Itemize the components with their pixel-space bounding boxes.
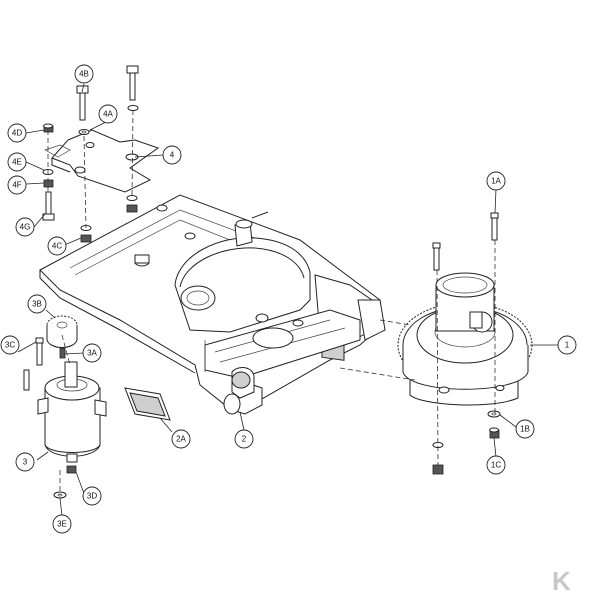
callout-4E: 4E (7, 152, 27, 172)
callout-4D: 4D (7, 123, 27, 143)
svg-text:2A: 2A (176, 435, 186, 444)
svg-text:1C: 1C (491, 461, 501, 470)
callout-2A: 2A (171, 429, 191, 449)
bolt-1-left (432, 242, 441, 271)
callout-2: 2 (234, 429, 254, 449)
svg-text:4A: 4A (103, 110, 113, 119)
svg-text:3D: 3D (87, 492, 97, 501)
bolt-4-upper (126, 65, 139, 111)
wear-pad-2A (124, 387, 171, 421)
svg-text:K: K (552, 566, 571, 596)
bolt-1A (490, 212, 499, 241)
brand-logo: K (552, 566, 571, 596)
callout-3D: 3D (82, 486, 102, 506)
callout-3: 3 (15, 452, 35, 472)
callout-3A: 3A (82, 343, 102, 363)
bolt-4G (42, 191, 55, 221)
nut-bracket-right (126, 195, 138, 213)
callout-1B: 1B (515, 419, 535, 439)
washer-4A (78, 129, 90, 135)
svg-text:4B: 4B (79, 70, 89, 79)
svg-text:3E: 3E (57, 520, 67, 529)
svg-text:1A: 1A (491, 177, 501, 186)
main-frame (39, 194, 386, 415)
callout-3C: 3C (0, 335, 20, 355)
svg-text:1B: 1B (520, 425, 530, 434)
callout-4F: 4F (7, 175, 27, 195)
callout-1A: 1A (486, 171, 506, 191)
nut-3D (66, 465, 77, 474)
callout-4A: 4A (98, 104, 118, 124)
svg-text:3C: 3C (5, 341, 15, 350)
svg-text:1: 1 (565, 341, 570, 350)
svg-text:4D: 4D (12, 129, 22, 138)
svg-text:3B: 3B (32, 300, 42, 309)
leader-lines (17, 83, 558, 517)
mounting-bracket (44, 129, 160, 193)
key-3A (59, 347, 66, 359)
callout-1: 1 (557, 335, 577, 355)
hydraulic-motor (37, 361, 107, 463)
bolt-3-side (23, 369, 30, 391)
callout-4C: 4C (47, 236, 67, 256)
washer-1B (487, 410, 501, 418)
svg-text:4E: 4E (12, 158, 22, 167)
svg-text:4G: 4G (20, 223, 31, 232)
callout-3E: 3E (52, 514, 72, 534)
svg-text:4F: 4F (12, 181, 21, 190)
callout-3B: 3B (27, 294, 47, 314)
callout-4B: 4B (74, 64, 94, 84)
pinion-gear-3B (46, 315, 78, 348)
callout-4: 4 (162, 145, 182, 165)
nut-1C (489, 427, 500, 439)
slewing-ring-gear (397, 272, 533, 406)
svg-text:4C: 4C (52, 242, 62, 251)
callout-1C: 1C (486, 455, 506, 475)
bolt-3C (35, 337, 44, 366)
svg-text:3: 3 (23, 458, 28, 467)
callout-4G: 4G (15, 217, 35, 237)
svg-text:3A: 3A (87, 349, 97, 358)
nut-4F (43, 179, 54, 188)
svg-text:4: 4 (170, 151, 175, 160)
svg-text:2: 2 (242, 435, 247, 444)
nut-4D (43, 123, 54, 133)
